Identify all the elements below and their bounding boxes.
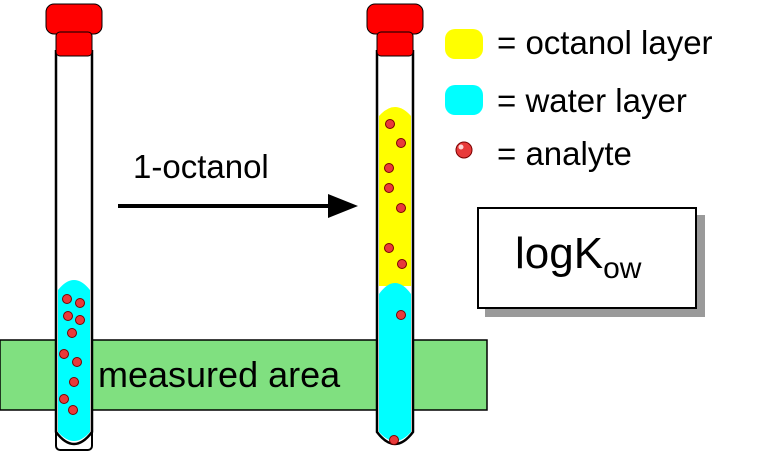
- analyte-particle: [72, 357, 82, 367]
- analyte-particle: [389, 435, 399, 445]
- partition-coefficient-label: logKow: [515, 229, 641, 286]
- arrow-head: [328, 194, 358, 218]
- tube-before-outline: [54, 50, 94, 446]
- tube-after-water: [379, 283, 411, 441]
- cap-top: [45, 3, 103, 35]
- analyte-particle: [67, 328, 77, 338]
- arrow-label: 1-octanol: [133, 148, 269, 185]
- reaction-arrow: [118, 194, 358, 218]
- tube-before-cap: [45, 3, 103, 57]
- analyte-particle: [396, 203, 406, 213]
- analyte-particle: [384, 183, 394, 193]
- partition-coefficient-box: logKow: [477, 207, 697, 309]
- analyte-particle: [385, 119, 395, 129]
- legend-octanol-swatch: [445, 29, 483, 59]
- tube-after-analytes: [384, 119, 407, 445]
- tube-after-cap: [366, 3, 424, 57]
- analyte-particle: [59, 349, 69, 359]
- analyte-particle: [397, 259, 407, 269]
- coefficient-subscript: ow: [603, 252, 642, 285]
- tube-before-analytes: [59, 294, 85, 415]
- analyte-particle: [396, 138, 406, 148]
- cap-top: [366, 3, 424, 35]
- tube-after: [366, 3, 424, 450]
- analyte-particle: [59, 394, 69, 404]
- legend-analyte-shine: [458, 144, 464, 150]
- legend-analyte-swatch: [455, 141, 473, 159]
- legend-water-swatch: [445, 85, 483, 115]
- legend-octanol-label: = octanol layer: [497, 24, 713, 61]
- analyte-particle: [75, 298, 85, 308]
- analyte-particle: [69, 377, 79, 387]
- analyte-particle: [384, 243, 394, 253]
- legend-analyte-label: = analyte: [497, 135, 632, 172]
- measured-area-label: measured area: [98, 354, 341, 395]
- analyte-particle: [384, 163, 394, 173]
- coefficient-main: logK: [515, 229, 604, 278]
- tube-after-octanol: [379, 107, 411, 286]
- legend-analyte-dot: [455, 141, 473, 159]
- cap-bottom: [55, 31, 93, 57]
- cap-bottom: [376, 31, 414, 57]
- analyte-particle: [75, 315, 85, 325]
- analyte-particle: [68, 405, 78, 415]
- analyte-particle: [62, 294, 72, 304]
- legend-water-label: = water layer: [497, 82, 687, 119]
- analyte-particle: [396, 310, 406, 320]
- tube-before: [45, 3, 103, 451]
- analyte-particle: [63, 311, 73, 321]
